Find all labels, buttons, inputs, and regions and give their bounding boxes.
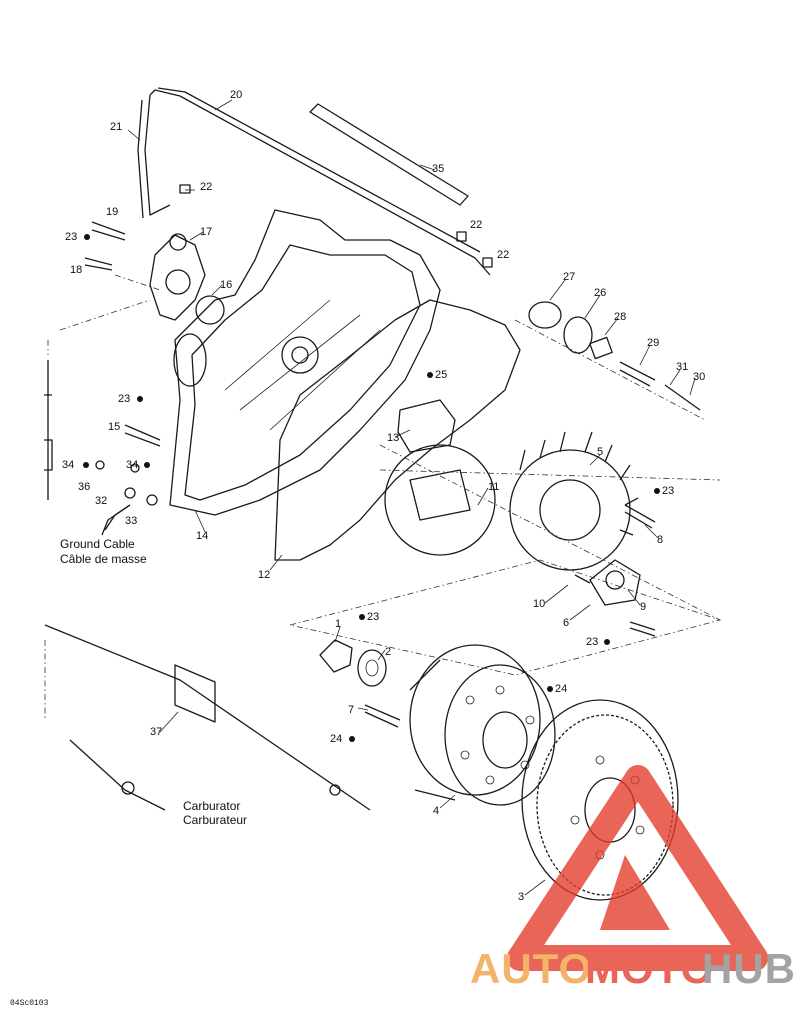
callout-37: 37: [150, 726, 162, 738]
callout-23a: 23: [65, 231, 77, 243]
callout-2: 2: [385, 646, 391, 658]
callout-12: 12: [258, 569, 270, 581]
rotor-4: [409, 644, 556, 806]
watermark-text-hub: HUB: [702, 945, 796, 992]
callout-15: 15: [108, 421, 120, 433]
engine-cover-14: [169, 209, 441, 516]
callout-numbers: 20 21 22 22 22 35 19 17 23 18 16 27 26 2…: [62, 89, 705, 903]
callout-7: 7: [348, 704, 354, 716]
carburetor-label: Carburator: [183, 799, 240, 813]
ground-cable-lead: [101, 504, 131, 536]
callout-6: 6: [563, 617, 569, 629]
drawing-code: 04Sc0103: [10, 999, 49, 1008]
callout-20: 20: [230, 89, 242, 101]
callout-25: 25: [435, 369, 447, 381]
callout-28: 28: [614, 311, 626, 323]
callout-16: 16: [220, 279, 232, 291]
callout-5: 5: [597, 446, 603, 458]
callout-13: 13: [387, 432, 399, 444]
callout-30: 30: [693, 371, 705, 383]
leader-lines: [127, 99, 696, 896]
callout-11: 11: [488, 481, 499, 493]
callout-33: 33: [125, 515, 137, 527]
clips-22: [179, 184, 493, 268]
callout-23c: 23: [662, 485, 674, 497]
callout-35: 35: [432, 163, 444, 175]
callout-32: 32: [95, 495, 107, 507]
nut-washer-bolt: [319, 639, 401, 728]
callout-3: 3: [518, 891, 524, 903]
callout-9: 9: [640, 601, 646, 613]
callout-36: 36: [78, 481, 90, 493]
cable-20-21: [137, 87, 491, 276]
callout-17: 17: [200, 226, 212, 238]
callout-23e: 23: [586, 636, 598, 648]
carburetor-label-fr: Carburateur: [183, 813, 247, 827]
callout-23b: 23: [118, 393, 130, 405]
callout-29: 29: [647, 337, 659, 349]
callout-4: 4: [433, 805, 439, 817]
watermark-text-moto: MOTO: [585, 945, 714, 992]
callout-10: 10: [533, 598, 545, 610]
callout-24b: 24: [330, 733, 342, 745]
callout-31: 31: [676, 361, 688, 373]
callout-24a: 24: [555, 683, 567, 695]
callout-34a: 34: [62, 459, 74, 471]
watermark: AUTO MOTO HUB: [470, 765, 796, 992]
shaft-and-stator: [379, 399, 721, 621]
callout-27: 27: [563, 271, 575, 283]
throttle-cable-37: [44, 624, 371, 811]
callout-8: 8: [657, 534, 663, 546]
callout-22a: 22: [200, 181, 212, 193]
callout-21: 21: [110, 121, 122, 133]
callout-22b: 22: [470, 219, 482, 231]
callout-23d: 23: [367, 611, 379, 623]
trigger-group: [289, 504, 722, 676]
gasket-12: [274, 299, 521, 561]
ground-cable-label: Ground Cable: [60, 537, 135, 551]
sensor-group: [514, 301, 706, 421]
watermark-triangle-icon: [507, 765, 768, 971]
rod-35: [309, 103, 469, 206]
callout-19: 19: [106, 206, 118, 218]
linkage-assembly: [59, 221, 225, 331]
callout-26: 26: [594, 287, 606, 299]
ground-cable-label-fr: Câble de masse: [60, 552, 147, 566]
callout-14: 14: [196, 530, 208, 542]
cable-left: [44, 340, 53, 500]
watermark-triangle-inner: [600, 855, 670, 930]
callout-1: 1: [335, 618, 341, 630]
callout-34b: 34: [126, 459, 138, 471]
torque-markers: [83, 234, 660, 742]
watermark-text-auto: AUTO: [470, 945, 592, 992]
callout-22c: 22: [497, 249, 509, 261]
callout-18: 18: [70, 264, 82, 276]
